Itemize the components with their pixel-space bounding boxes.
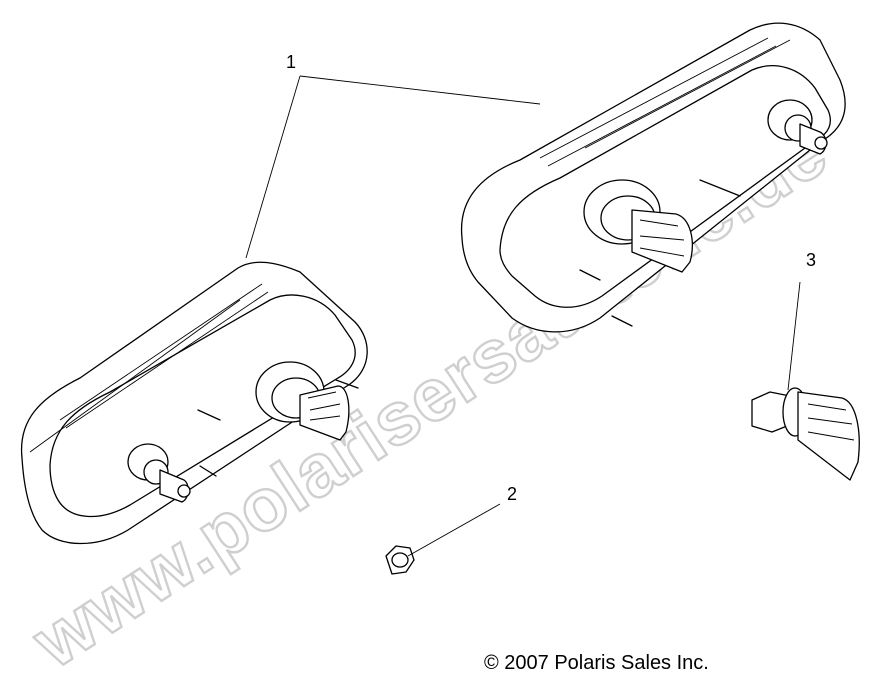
taillight-right (460, 22, 846, 333)
callout-2: 2 (507, 484, 517, 504)
leader-1-left (245, 75, 301, 259)
taillight-left-main-socket (255, 361, 350, 441)
taillight-left (20, 261, 368, 545)
copyright-notice: © 2007 Polaris Sales Inc. (484, 652, 709, 674)
taillight-right-small-socket (767, 99, 828, 155)
taillight-left-housing (20, 261, 368, 545)
callout-1: 1 (286, 52, 296, 72)
leader-1-right (299, 75, 541, 105)
taillight-left-rim (49, 294, 356, 518)
callout-3: 3 (806, 250, 816, 270)
nut (385, 545, 415, 575)
bulb-socket (751, 387, 860, 481)
taillight-right-rim (499, 65, 831, 308)
leader-lines (245, 75, 801, 557)
leader-2 (407, 503, 501, 557)
leader-3 (787, 281, 801, 391)
taillight-right-housing (460, 22, 846, 333)
taillight-left-small-socket (127, 443, 191, 503)
taillight-right-main-socket (583, 179, 693, 273)
